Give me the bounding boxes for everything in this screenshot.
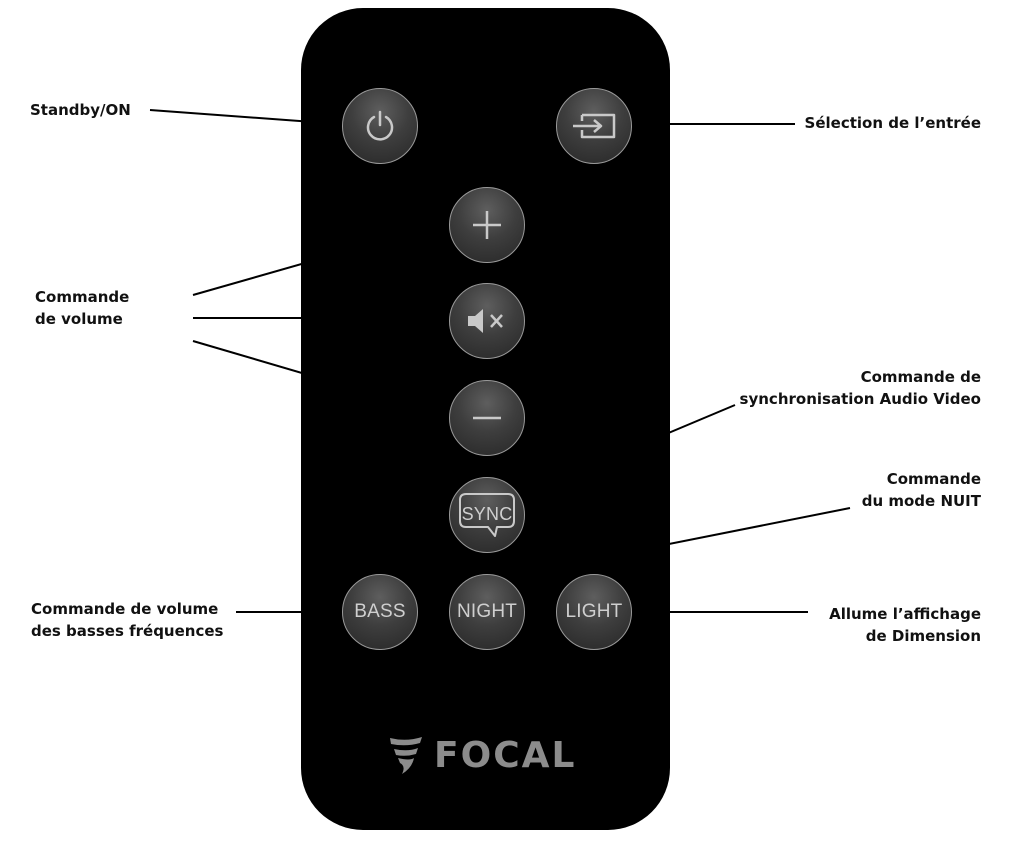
mute-button[interactable]	[449, 283, 525, 359]
volume-down-button[interactable]	[449, 380, 525, 456]
focal-logo-icon	[390, 737, 422, 774]
power-icon	[366, 110, 394, 141]
label-night: Commande du mode NUIT	[861, 470, 981, 510]
label-sync: Commande de synchronisation Audio Video	[739, 368, 981, 408]
plus-icon	[473, 211, 501, 239]
input-icon	[573, 113, 616, 139]
volume-up-button[interactable]	[449, 187, 525, 263]
sync-button[interactable]: SYNC	[449, 477, 525, 553]
power-button[interactable]	[342, 88, 418, 164]
speech-bubble-icon	[459, 493, 515, 537]
label-bass: Commande de volume des basses fréquences	[31, 600, 224, 640]
label-input-select: Sélection de l’entrée	[804, 114, 981, 132]
night-label: NIGHT	[456, 601, 518, 622]
label-volume: Commande de volume	[35, 288, 130, 328]
bass-label: BASS	[354, 601, 406, 622]
minus-icon	[473, 416, 501, 420]
focal-logo: FOCAL	[388, 732, 588, 778]
label-standby: Standby/ON	[30, 101, 131, 119]
night-button[interactable]: NIGHT	[449, 574, 525, 650]
light-label: LIGHT	[565, 601, 623, 622]
bass-button[interactable]: BASS	[342, 574, 418, 650]
mute-icon	[468, 309, 503, 333]
label-light: Allume l’affichage de Dimension	[829, 605, 981, 645]
brand-name: FOCAL	[434, 734, 577, 776]
input-select-button[interactable]	[556, 88, 632, 164]
light-button[interactable]: LIGHT	[556, 574, 632, 650]
sync-label: SYNC	[461, 504, 513, 524]
